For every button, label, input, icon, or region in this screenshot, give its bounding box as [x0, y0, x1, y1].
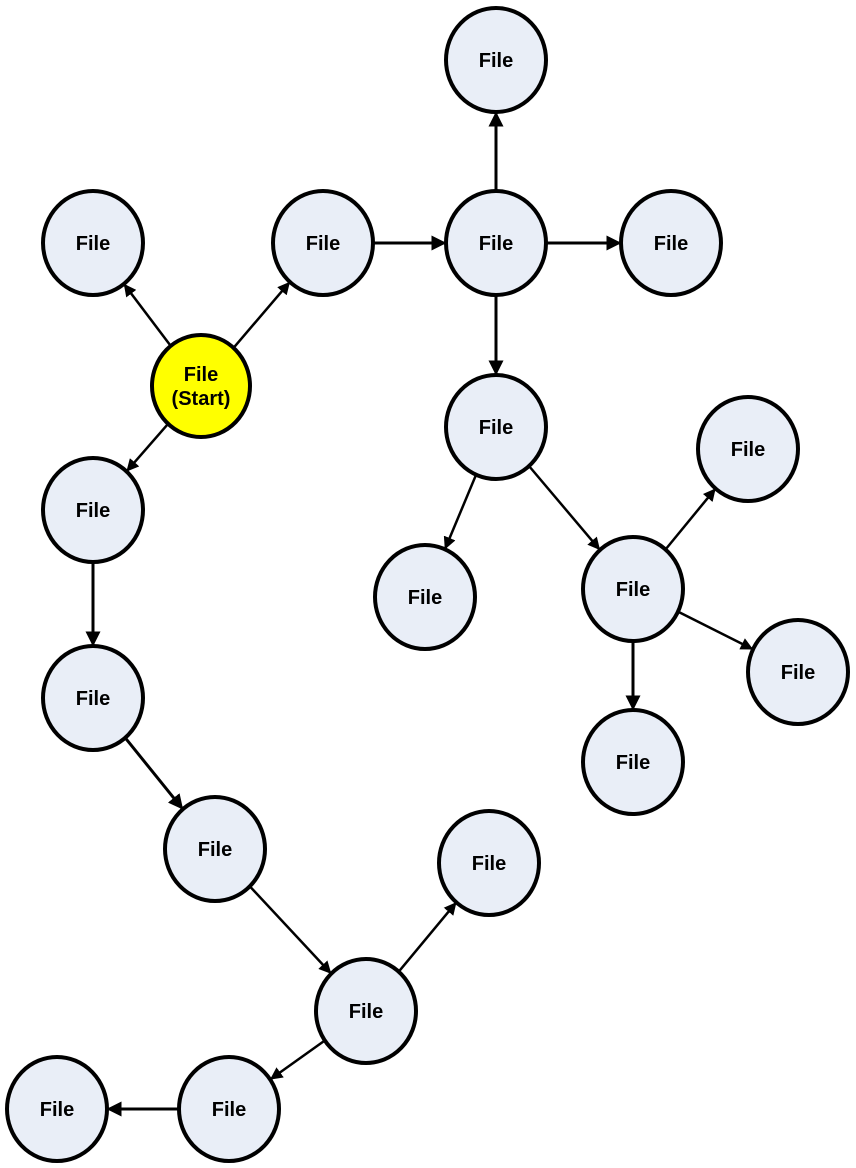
- file-node: File: [444, 189, 548, 297]
- node-circle: [373, 543, 477, 651]
- edge-start-to-n_top_left: [123, 283, 172, 347]
- edge-start-to-n_left_1: [126, 422, 170, 472]
- node-circle: [41, 189, 145, 297]
- edge-n_center-to-n_right_hub: [528, 465, 601, 551]
- file-node: File: [163, 795, 267, 903]
- node-label: File: [654, 233, 688, 255]
- file-node: File: [177, 1055, 281, 1163]
- edge-n_right_hub-to-n_right_top: [664, 488, 716, 551]
- node-label: File: [212, 1099, 246, 1121]
- node-label: File: [616, 579, 650, 601]
- edge-layer: [85, 111, 754, 1117]
- file-node: File: [41, 189, 145, 297]
- node-circle: [696, 395, 800, 503]
- node-label: File: [349, 1001, 383, 1023]
- node-circle: [5, 1055, 109, 1163]
- node-label: File: [472, 853, 506, 875]
- node-circle: [444, 6, 548, 114]
- file-node: File: [746, 618, 850, 726]
- file-node: File: [271, 189, 375, 297]
- edge-n_center-to-n_center_leaf: [443, 474, 478, 550]
- start-node-circle: [150, 333, 252, 439]
- node-circle: [444, 189, 548, 297]
- node-label: File: [616, 752, 650, 774]
- node-label: File: [76, 688, 110, 710]
- node-label: File: [76, 500, 110, 522]
- edge-n_left_3-to-n_low_hub: [248, 885, 332, 974]
- edge-n_low_hub-to-n_low_right: [397, 902, 457, 973]
- node-label: File: [479, 233, 513, 255]
- node-label: (Start): [172, 388, 231, 410]
- node-label: File: [479, 417, 513, 439]
- edge-n_low_hub-to-n_bottom_mid: [269, 1039, 326, 1080]
- node-circle: [444, 373, 548, 481]
- edge-n_right_hub-to-n_right_right: [677, 610, 754, 651]
- node-label: File: [306, 233, 340, 255]
- node-circle: [314, 957, 418, 1065]
- file-node: File: [41, 456, 145, 564]
- node-circle: [41, 644, 145, 752]
- file-node: File: [696, 395, 800, 503]
- file-node: File: [581, 535, 685, 643]
- node-circle: [271, 189, 375, 297]
- node-label: File: [781, 662, 815, 684]
- node-circle: [619, 189, 723, 297]
- node-circle: [163, 795, 267, 903]
- node-label: File: [408, 587, 442, 609]
- file-node: File: [314, 957, 418, 1065]
- node-label: File: [731, 439, 765, 461]
- file-node: File: [437, 809, 541, 917]
- node-label: File: [198, 839, 232, 861]
- file-node: File: [444, 373, 548, 481]
- node-circle: [437, 809, 541, 917]
- node-circle: [581, 708, 685, 816]
- start-file-node: File(Start): [150, 333, 252, 439]
- node-circle: [581, 535, 685, 643]
- node-label: File: [184, 364, 218, 386]
- edge-n_left_2-to-n_left_3: [124, 736, 184, 810]
- file-node: File: [5, 1055, 109, 1163]
- edge-start-to-n_mid_1: [232, 281, 291, 349]
- node-circle: [177, 1055, 281, 1163]
- node-label: File: [479, 50, 513, 72]
- file-node: File: [581, 708, 685, 816]
- node-circle: [746, 618, 850, 726]
- file-node: File: [444, 6, 548, 114]
- file-node: File: [41, 644, 145, 752]
- node-label: File: [40, 1099, 74, 1121]
- node-label: File: [76, 233, 110, 255]
- file-node: File: [373, 543, 477, 651]
- node-circle: [41, 456, 145, 564]
- file-node: File: [619, 189, 723, 297]
